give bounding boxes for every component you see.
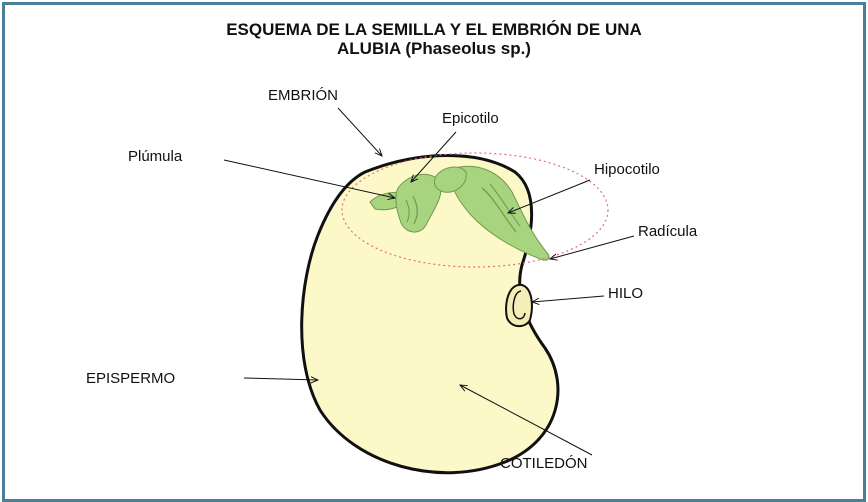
leader-plumula [223,159,395,198]
diagram-title: ESQUEMA DE LA SEMILLA Y EL EMBRIÓN DE UN… [0,20,868,58]
label-radicula: Radícula [638,223,698,240]
hilum [505,283,533,328]
label-plumula: Plúmula [128,148,183,165]
leader-epispermo [243,378,318,380]
label-hipocotilo: Hipocotilo [594,161,660,178]
embryo-highlight-ellipse [341,152,609,268]
leader-embrion [337,107,382,156]
label-embrion: EMBRIÓN [268,87,339,104]
hypocotyl-shape [451,165,550,261]
leader-epicotilo [411,131,457,182]
label-hilo: HILO [608,285,644,302]
leader-cotiledon [460,385,593,456]
epicotyl-shape [395,173,442,233]
label-cotiledon: COTILEDÓN [500,455,588,472]
embryo [369,165,550,261]
title-line-1: ESQUEMA DE LA SEMILLA Y EL EMBRIÓN DE UN… [226,20,642,39]
leader-hipocotilo [508,179,591,213]
leader-radicula [550,235,635,259]
title-line-2: ALUBIA (Phaseolus sp.) [337,39,531,58]
leader-hilo [532,295,605,302]
label-epicotilo: Epicotilo [442,110,499,127]
label-epispermo: EPISPERMO [86,370,176,387]
